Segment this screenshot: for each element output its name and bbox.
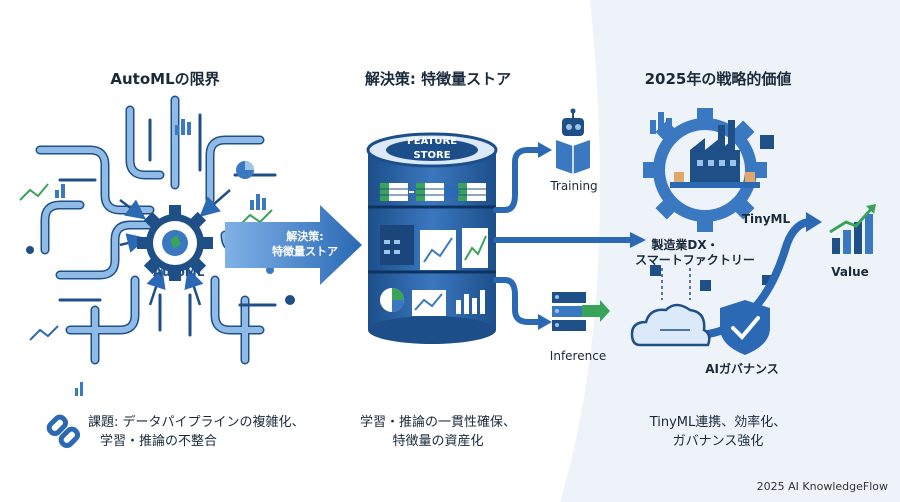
training-label: Training [550, 179, 598, 193]
column-title-feature-store: 解決策: 特徴量ストア [364, 70, 512, 88]
value-chart-icon [829, 204, 876, 254]
server-icon [552, 292, 610, 331]
gear-label: AutoML [153, 265, 205, 279]
drum-label-line1: FEATURE [406, 136, 458, 147]
drum-label-line2: STORE [413, 150, 451, 161]
factory-label-line2: スマートファクトリー [635, 253, 755, 267]
footer-credit: 2025 AI KnowledgeFlow [756, 480, 888, 493]
caption-left-line2: 学習・推論の不整合 [100, 434, 218, 449]
column-title-automl-limits: AutoMLの限界 [110, 70, 220, 88]
caption-middle-line2: 特徴量の資産化 [392, 434, 484, 449]
tinyml-label: TinyML [741, 212, 791, 226]
automl-gear [137, 205, 213, 281]
solution-arrow [225, 205, 362, 285]
caption-right-line1: TinyML連携、効率化、 [649, 415, 787, 430]
link-icon [46, 414, 81, 449]
caption-left-line1: 課題: データパイプラインの複雑化、 [88, 415, 305, 430]
dotted-arrows [661, 268, 691, 300]
feature-store-drum [366, 132, 498, 344]
governance-label: AIガバナンス [705, 362, 779, 376]
chip-icons [650, 135, 774, 291]
value-label: Value [831, 265, 869, 279]
convergence-arrows [119, 189, 231, 306]
arrow-label-line2: 特徴量ストア [272, 245, 338, 258]
arrow-label-line1: 解決策: [286, 230, 324, 243]
column-title-strategic-value: 2025年の戦略的価値 [644, 70, 792, 88]
factory-label-line1: 製造業DX・ [651, 238, 719, 252]
shield-icon [720, 300, 770, 355]
factory-icon [670, 120, 760, 188]
right-panel-background [560, 0, 900, 502]
caption-right-line2: ガバナンス強化 [672, 434, 764, 449]
inference-label: Inference [549, 349, 607, 363]
caption-middle-line1: 学習・推論の一貫性確保、 [359, 415, 517, 430]
drum-output-arrows [493, 147, 633, 325]
robot-icon [556, 108, 590, 174]
cloud-icon [630, 303, 711, 347]
